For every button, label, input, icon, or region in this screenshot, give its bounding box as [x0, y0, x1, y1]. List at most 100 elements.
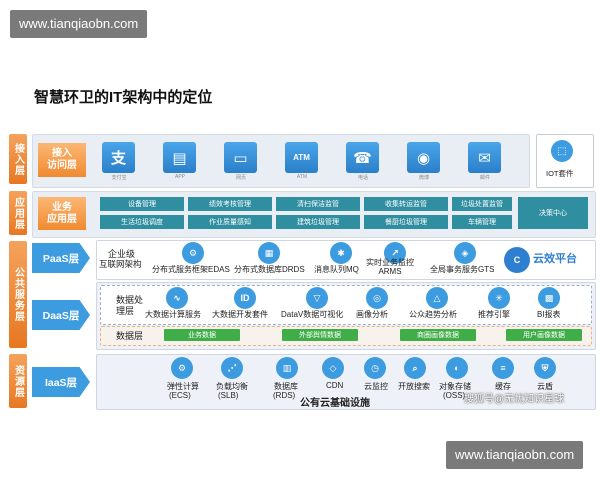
paas-service-edas: 分布式服务框架EDAS [152, 265, 230, 274]
biz-garbage-dispatch: 生活垃圾调度 [100, 215, 184, 229]
mail-icon: ✉ [468, 142, 501, 173]
daas-service-portrait: 画像分析 [356, 310, 388, 319]
recommend-icon: ✳ [488, 287, 510, 309]
access-label-line2: 访问层 [47, 160, 77, 171]
paas-platform: 云效平台 [533, 253, 577, 265]
daas-service-compute: 大数据计算服务 [145, 310, 201, 319]
iaas-rds-line2: (RDS) [273, 391, 296, 400]
data-public-opinion: 外部舆情数据 [282, 329, 358, 341]
iaas-oss-line1: 对象存储 [439, 382, 471, 391]
paas-service-arms: 实时业务监控ARMS [366, 258, 414, 276]
arms-icon: ↗ [384, 242, 406, 264]
daas-service-devkit: 大数据开发套件 [212, 310, 268, 319]
iot-icon: ⬚ [551, 140, 573, 162]
source-watermark: 搜狐号@无忧知识星球 [464, 394, 565, 405]
layer-tab-public-service: 公共服务层 [9, 241, 27, 348]
trend-icon: △ [426, 287, 448, 309]
iaas-tab: IaaS层 [32, 367, 90, 397]
web-icon: ▭ [224, 142, 257, 173]
biz-construction-waste: 建筑垃圾管理 [276, 215, 360, 229]
channel-caption-phone: 电话 [357, 175, 368, 181]
data-business-district: 商圈画像数据 [400, 329, 476, 341]
watermark-bottom: www.tianqiaobn.com [446, 441, 584, 469]
edas-icon: ⚙ [182, 242, 204, 264]
biz-kitchen-waste: 餐厨垃圾管理 [364, 215, 448, 229]
daas-service-bi: BI报表 [537, 310, 561, 319]
paas-arch-line1: 企业级 [108, 249, 136, 259]
biz-quality-sensing: 作业质量感知 [188, 215, 272, 229]
paas-arch-line2: 互联网架构 [99, 259, 142, 269]
paas-service-drds: 分布式数据库DRDS [234, 265, 305, 274]
iaas-oss-line2: (OSS) [443, 391, 466, 400]
biz-kpi-mgmt: 绩效考核管理 [188, 197, 272, 211]
alipay-icon: 支 [102, 142, 135, 173]
atm-icon: ATM [285, 142, 318, 173]
iaas-footer: 公有云基础设施 [300, 398, 370, 409]
biz-transfer-monitor: 收集转运监管 [364, 197, 448, 211]
cloudshield-icon: ⛨ [534, 357, 556, 379]
layer-tab-application: 应用层 [9, 191, 27, 235]
channel-caption-web: 网页 [235, 175, 246, 181]
app-icon: ▤ [163, 142, 196, 173]
yunxiao-logo-icon: C [504, 247, 530, 273]
portrait-icon: ◎ [366, 287, 388, 309]
iaas-opensearch-line1: 开放搜索 [398, 382, 430, 391]
phone-icon: ☎ [346, 142, 379, 173]
mq-icon: ✱ [330, 242, 352, 264]
paas-service-gts: 全局事务服务GTS [430, 265, 495, 274]
oss-icon: ◐ [446, 357, 468, 379]
opensearch-icon: ⌕ [404, 357, 426, 379]
access-label-line1: 接入 [52, 148, 72, 159]
business-label: 业务 应用层 [38, 197, 86, 230]
iaas-slb-line1: 负载均衡 [216, 382, 248, 391]
data-business: 业务数据 [164, 329, 240, 341]
daas-service-recommend: 推荐引擎 [478, 310, 510, 319]
iaas-cloudshield-line1: 云盾 [537, 382, 553, 391]
daas-processing-line2: 理层 [116, 306, 135, 316]
channel-caption-alipay: 支付宝 [111, 175, 127, 181]
drds-icon: ▦ [258, 242, 280, 264]
paas-service-mq: 消息队列MQ [314, 265, 359, 274]
channel-caption-atm: ATM [296, 174, 308, 180]
iaas-cache-line1: 缓存 [495, 382, 511, 391]
ecs-icon: ⚙ [171, 357, 193, 379]
layer-tab-resource: 资源层 [9, 354, 27, 408]
iaas-slb-line2: (SLB) [218, 391, 239, 400]
dataide-icon: ID [234, 287, 256, 309]
biz-vehicle-mgmt: 车辆管理 [452, 215, 512, 229]
channel-caption-weibo: 微博 [418, 175, 429, 181]
iaas-cdn-line1: CDN [326, 381, 344, 390]
biz-cleaning-monitor: 清扫保洁监管 [276, 197, 360, 211]
cloudmonitor-icon: ◷ [364, 357, 386, 379]
rds-icon: ▥ [276, 357, 298, 379]
daas-tab: DaaS层 [32, 300, 90, 330]
iaas-ecs-line2: (ECS) [169, 391, 191, 400]
biz-device-mgmt: 设备管理 [100, 197, 184, 211]
biz-disposal-monitor: 垃圾处置监管 [452, 197, 512, 211]
business-label-line2: 应用层 [47, 213, 77, 225]
iot-label: IOT套件 [546, 169, 574, 178]
iaas-rds-line1: 数据库 [274, 382, 298, 391]
daas-service-datav: DataV数据可视化 [281, 310, 344, 319]
access-label: 接入 访问层 [38, 143, 86, 177]
bi-icon: ▩ [538, 287, 560, 309]
layer-tab-access: 接入层 [9, 134, 27, 184]
daas-service-trend: 公众趋势分析 [409, 310, 457, 319]
channel-caption-app: APP [174, 174, 185, 180]
paas-tab: PaaS层 [32, 243, 90, 273]
watermark-top: www.tianqiaobn.com [10, 10, 148, 38]
business-label-line1: 业务 [52, 201, 72, 213]
iaas-cloudmonitor-line1: 云监控 [364, 382, 388, 391]
channel-caption-mail: 邮件 [479, 175, 490, 181]
cdn-icon: ◇ [322, 357, 344, 379]
data-user-portrait: 用户画像数据 [506, 329, 582, 341]
iaas-ecs-line1: 弹性计算 [167, 382, 199, 391]
cache-icon: ≡ [492, 357, 514, 379]
maxcompute-icon: ∿ [166, 287, 188, 309]
gts-icon: ◈ [454, 242, 476, 264]
datav-icon: ▽ [306, 287, 328, 309]
slb-icon: ⋰ [221, 357, 243, 379]
daas-data-layer-label: 数据层 [116, 331, 144, 341]
page-title: 智慧环卫的IT架构中的定位 [34, 89, 213, 106]
biz-decision-center: 决策中心 [518, 197, 588, 229]
